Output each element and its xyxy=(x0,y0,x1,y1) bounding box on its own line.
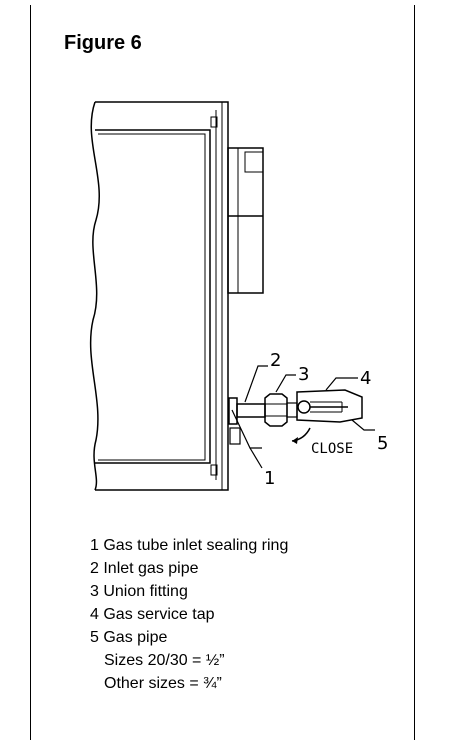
gas-service-tap xyxy=(296,389,363,423)
callout-3: 3 xyxy=(298,364,309,385)
figure-frame xyxy=(30,5,415,740)
legend-item-4: 4 Gas service tap xyxy=(90,606,215,623)
figure-title: Figure 6 xyxy=(64,32,142,54)
legend-item-2: 2 Inlet gas pipe xyxy=(90,560,199,577)
legend-size-1: Sizes 20/30 = ½” xyxy=(104,652,225,669)
flue-collar xyxy=(227,147,264,294)
callout-1: 1 xyxy=(264,468,275,489)
heater-housing xyxy=(89,101,229,491)
inlet-gas-pipe xyxy=(236,403,266,418)
legend-item-1: 1 Gas tube inlet sealing ring xyxy=(90,537,289,554)
legend-item-3: 3 Union fitting xyxy=(90,583,188,600)
legend-item-5: 5 Gas pipe xyxy=(90,629,168,646)
callout-5: 5 xyxy=(377,433,388,454)
legend-size-2: Other sizes = ¾” xyxy=(104,675,222,692)
close-label: CLOSE xyxy=(311,441,353,457)
gas-pipe-assembly xyxy=(228,389,363,444)
close-arrow xyxy=(291,427,311,442)
callout-2: 2 xyxy=(270,350,281,371)
legend: 1 Gas tube inlet sealing ring 2 Inlet ga… xyxy=(90,534,288,695)
callout-4: 4 xyxy=(360,368,371,389)
bottom-fitting xyxy=(229,427,241,445)
union-fitting xyxy=(264,393,288,427)
